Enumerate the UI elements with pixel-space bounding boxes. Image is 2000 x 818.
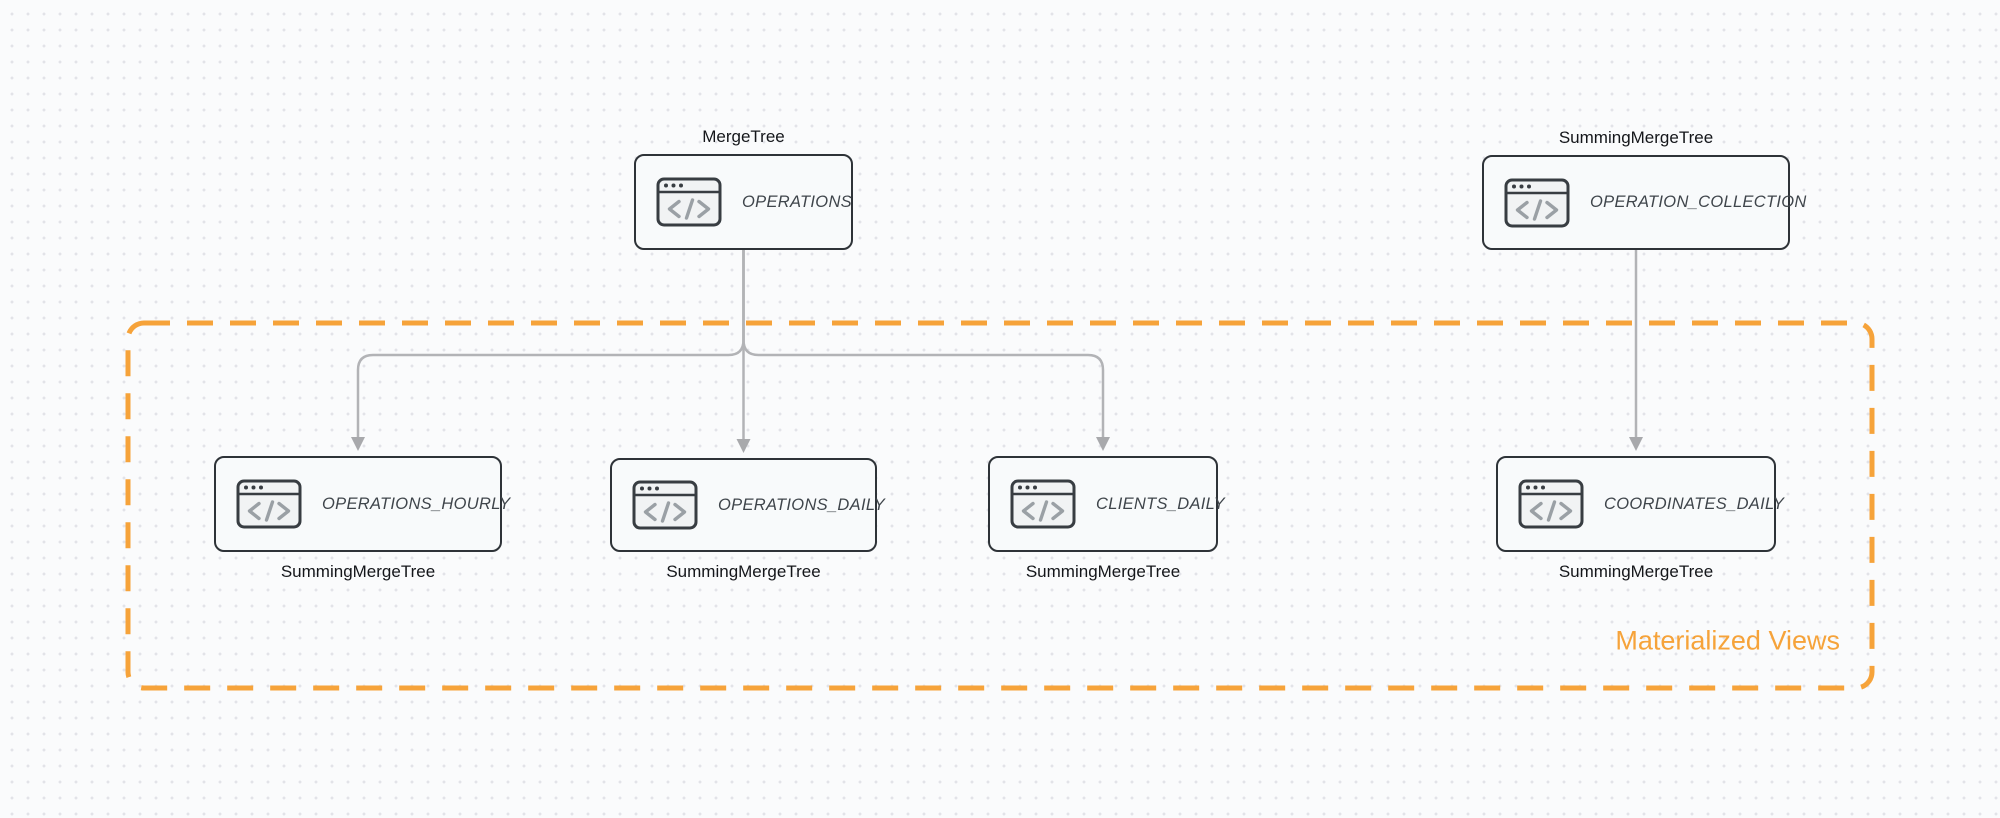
arrowhead-coordinates_daily [1629,437,1643,451]
edge-operations-to-clients_daily [742,250,1105,438]
engine-label: MergeTree [702,127,785,146]
engine-label: SummingMergeTree [666,562,821,581]
code-window-icon [632,480,698,530]
engine-label: SummingMergeTree [280,562,436,581]
table-name: OPERATION_COLLECTION [1590,193,1807,211]
engine-label: SummingMergeTree [1558,128,1714,147]
table-name: OPERATIONS_HOURLY [322,494,511,513]
table-name: OPERATIONS_DAILY [718,495,886,514]
table-node-coordinates_daily[interactable]: SummingMergeTree COORDINATES_DAILY [1496,456,1784,581]
table-node-clients_daily[interactable]: SummingMergeTree CLIENTS_DAILY [988,456,1225,581]
table-name: COORDINATES_DAILY [1604,494,1785,513]
table-node-operation_collection[interactable]: SummingMergeTree OPERATION_COLLECTION [1482,128,1806,250]
engine-label: SummingMergeTree [1558,562,1714,581]
table-name: OPERATIONS [742,192,852,211]
table-node-operations_daily[interactable]: SummingMergeTree OPERATIONS_DAILY [610,458,885,581]
table-node-operations[interactable]: MergeTree OPERATIONS [634,127,853,250]
table-node-operations_hourly[interactable]: SummingMergeTree OPERATIONS_HOURLY [214,456,510,581]
arrowhead-operations_hourly [351,437,365,451]
edge-operations-to-operations_hourly [356,250,745,438]
engine-label: SummingMergeTree [1025,562,1181,581]
code-window-icon [1504,178,1570,227]
code-window-icon [656,177,722,227]
code-window-icon [236,479,302,529]
arrowhead-operations_daily [736,439,751,453]
arrowhead-clients_daily [1096,437,1110,451]
table-name: CLIENTS_DAILY [1096,494,1225,513]
code-window-icon [1010,479,1076,529]
code-window-icon [1518,479,1584,529]
materialized-views-label: Materialized Views [1615,625,1840,656]
